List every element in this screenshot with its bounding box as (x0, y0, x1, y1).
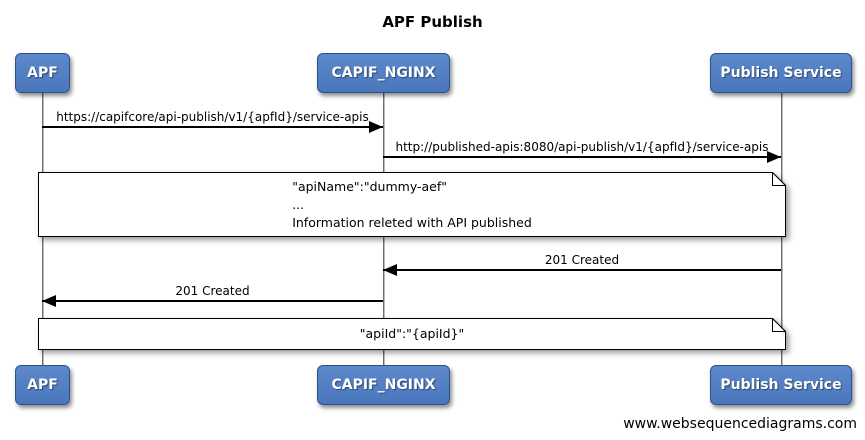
note-line: ... (292, 197, 305, 212)
actor-apf-label: APF (27, 377, 58, 393)
note-fold-icon (772, 172, 786, 186)
actor-publish-service-label: Publish Service (720, 377, 842, 393)
watermark: www.websequencediagrams.com (623, 416, 857, 432)
note-api-info: "apiName":"dummy-aef" ... Information re… (38, 172, 786, 237)
note-shape (38, 172, 786, 237)
actor-capif-nginx-bottom: CAPIF_NGINX (317, 365, 450, 405)
note-api-id: "apiId":"{apiId}" (38, 318, 786, 350)
actor-apf-top: APF (15, 53, 70, 93)
actor-capif-nginx-label: CAPIF_NGINX (331, 377, 436, 393)
actor-publish-service-label: Publish Service (720, 65, 842, 81)
arrowhead-left-icon (383, 264, 397, 276)
actor-publish-service-top: Publish Service (710, 53, 852, 93)
message-line-3 (383, 269, 781, 271)
message-label-3: 201 Created (544, 253, 620, 267)
note-fold-icon (772, 318, 786, 332)
note-shape (38, 318, 786, 350)
message-line-2 (383, 156, 781, 158)
actor-capif-nginx-top: CAPIF_NGINX (317, 53, 450, 93)
message-label-4: 201 Created (175, 284, 250, 298)
actor-apf-bottom: APF (15, 365, 70, 405)
actor-apf-label: APF (27, 65, 58, 81)
arrowhead-right-icon (369, 121, 383, 133)
message-line-4 (42, 300, 383, 302)
diagram-title: APF Publish (382, 13, 483, 31)
note-line: "apiName":"dummy-aef" (292, 179, 448, 194)
actor-publish-service-bottom: Publish Service (710, 365, 852, 405)
message-label-1: https://capifcore/api-publish/v1/{apfId}… (56, 110, 369, 124)
arrowhead-left-icon (42, 295, 56, 307)
message-line-1 (42, 126, 383, 128)
note-line: Information releted with API published (292, 215, 532, 230)
note-line: "apiId":"{apiId}" (359, 326, 465, 341)
message-label-2: http://published-apis:8080/api-publish/v… (395, 140, 769, 154)
arrowhead-right-icon (767, 151, 781, 163)
actor-capif-nginx-label: CAPIF_NGINX (331, 65, 436, 81)
